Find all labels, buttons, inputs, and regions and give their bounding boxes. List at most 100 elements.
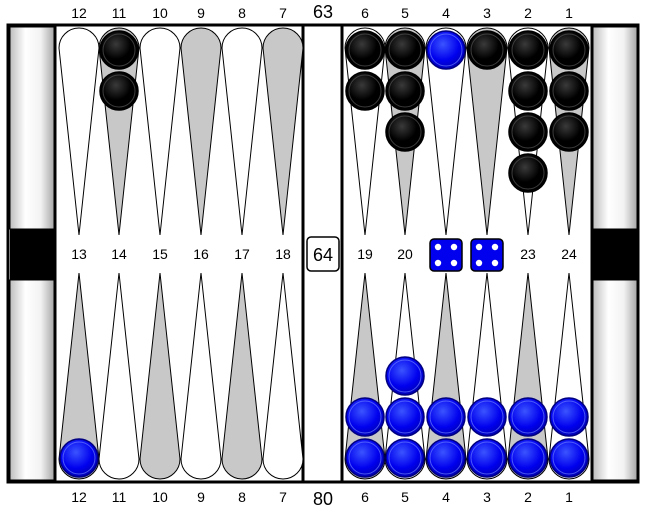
- blue-checker-point-22[interactable]: [467, 438, 507, 478]
- blue-checker-point-23[interactable]: [508, 397, 548, 437]
- checker-rim: [511, 156, 545, 190]
- blue-checker-point-20[interactable]: [385, 356, 425, 396]
- checker-rim: [388, 359, 422, 393]
- point-7[interactable]: [262, 27, 304, 236]
- black-checker-point-5[interactable]: [385, 112, 425, 152]
- point-9[interactable]: [180, 27, 222, 236]
- bottom-point-number: 8: [238, 489, 246, 505]
- blue-checker-point-22[interactable]: [467, 397, 507, 437]
- black-checker-point-6[interactable]: [345, 30, 385, 70]
- point-14[interactable]: [98, 272, 140, 480]
- mid-point-number: 24: [561, 246, 577, 262]
- die-pip: [491, 259, 499, 267]
- blue-checker-point-24[interactable]: [549, 438, 589, 478]
- mid-point-number: 16: [193, 246, 209, 262]
- black-checker-point-2[interactable]: [508, 112, 548, 152]
- die-pip: [475, 243, 483, 251]
- bottom-point-number: 10: [152, 489, 168, 505]
- top-point-number: 11: [112, 5, 127, 21]
- bottom-point-number: 9: [197, 489, 205, 505]
- top-point-number: 8: [238, 5, 246, 21]
- black-checker-point-11[interactable]: [99, 30, 139, 70]
- bottom-point-number: 7: [279, 489, 287, 505]
- black-checker-point-5[interactable]: [385, 71, 425, 111]
- bottom-point-number: 2: [524, 489, 532, 505]
- blue-checker-point-20[interactable]: [385, 397, 425, 437]
- die-pip: [434, 259, 442, 267]
- checker-rim: [429, 400, 463, 434]
- die-2[interactable]: [470, 238, 504, 272]
- checker-rim: [511, 115, 545, 149]
- point-15[interactable]: [139, 272, 181, 480]
- top-point-number: 10: [152, 5, 168, 21]
- mid-point-number: 23: [520, 246, 536, 262]
- point-16[interactable]: [180, 272, 222, 480]
- checker-rim: [102, 33, 136, 67]
- die-1[interactable]: [429, 238, 463, 272]
- point-17[interactable]: [221, 272, 263, 480]
- right-tray-bottom: [592, 279, 638, 481]
- checker-rim: [388, 441, 422, 475]
- black-checker-point-1[interactable]: [549, 30, 589, 70]
- point-4[interactable]: [425, 27, 467, 236]
- left-tray-top: [9, 26, 55, 230]
- checker-rim: [102, 74, 136, 108]
- checker-rim: [388, 74, 422, 108]
- blue-checker-point-4[interactable]: [426, 30, 466, 70]
- die-pip: [450, 243, 458, 251]
- point-10[interactable]: [139, 27, 181, 236]
- checker-rim: [552, 441, 586, 475]
- checker-rim: [388, 400, 422, 434]
- bottom-point-number: 4: [442, 489, 450, 505]
- die-pip: [491, 243, 499, 251]
- left-tray-bottom: [9, 279, 55, 481]
- checker-rim: [552, 115, 586, 149]
- mid-point-number: 13: [71, 246, 87, 262]
- pip-count-bottom: 80: [313, 489, 333, 509]
- black-checker-point-2[interactable]: [508, 30, 548, 70]
- blue-checker-point-24[interactable]: [549, 397, 589, 437]
- checker-rim: [348, 400, 382, 434]
- doubling-cube[interactable]: [306, 236, 340, 272]
- black-checker-point-6[interactable]: [345, 71, 385, 111]
- blue-checker-point-19[interactable]: [345, 397, 385, 437]
- blue-checker-point-21[interactable]: [426, 438, 466, 478]
- black-checker-point-2[interactable]: [508, 153, 548, 193]
- top-point-number: 1: [565, 5, 573, 21]
- bottom-point-number: 6: [361, 489, 369, 505]
- doubling-cube-value: 64: [313, 245, 333, 265]
- mid-point-number: 17: [234, 246, 250, 262]
- checker-rim: [470, 33, 504, 67]
- black-checker-point-5[interactable]: [385, 30, 425, 70]
- blue-checker-point-20[interactable]: [385, 438, 425, 478]
- checker-rim: [429, 441, 463, 475]
- mid-point-number: 15: [152, 246, 168, 262]
- black-checker-point-3[interactable]: [467, 30, 507, 70]
- black-checker-point-1[interactable]: [549, 112, 589, 152]
- blue-checker-point-21[interactable]: [426, 397, 466, 437]
- point-18[interactable]: [262, 272, 304, 480]
- point-8[interactable]: [221, 27, 263, 236]
- blue-checker-point-19[interactable]: [345, 438, 385, 478]
- right-tray-top: [592, 26, 638, 230]
- checker-rim: [470, 441, 504, 475]
- top-point-number: 6: [361, 5, 369, 21]
- black-checker-point-1[interactable]: [549, 71, 589, 111]
- checker-rim: [388, 33, 422, 67]
- point-3[interactable]: [466, 27, 508, 236]
- bottom-point-number: 11: [112, 489, 127, 505]
- top-point-number: 4: [442, 5, 450, 21]
- checker-rim: [511, 400, 545, 434]
- mid-point-number: 18: [275, 246, 291, 262]
- black-checker-point-11[interactable]: [99, 71, 139, 111]
- checker-rim: [511, 33, 545, 67]
- left-bar-block: [10, 229, 54, 280]
- checker-rim: [348, 441, 382, 475]
- black-checker-point-2[interactable]: [508, 71, 548, 111]
- blue-checker-point-23[interactable]: [508, 438, 548, 478]
- point-12[interactable]: [58, 27, 100, 236]
- bottom-point-number: 1: [565, 489, 573, 505]
- blue-checker-point-13[interactable]: [59, 438, 99, 478]
- checker-rim: [511, 74, 545, 108]
